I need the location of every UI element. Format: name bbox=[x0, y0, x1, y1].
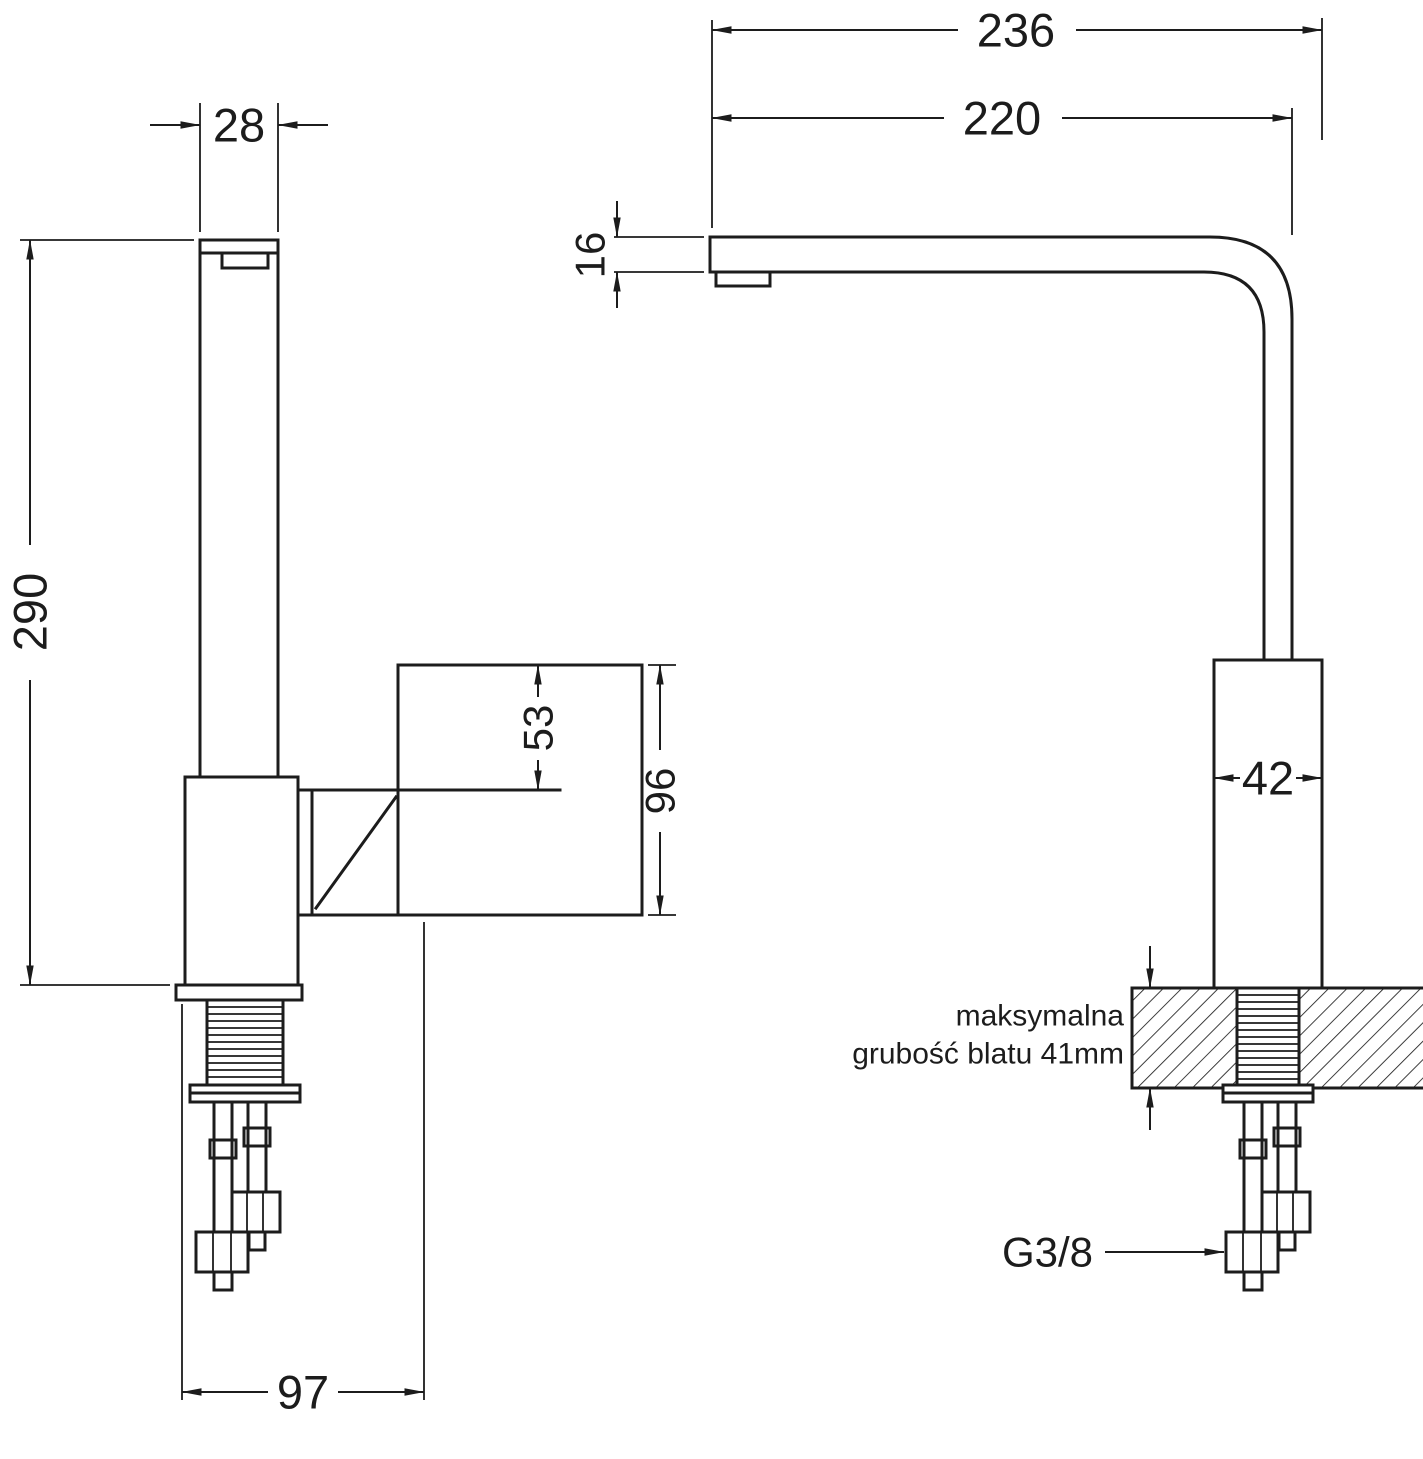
front-view: 236 220 16 42 maksymalna grub bbox=[567, 4, 1423, 1292]
front-view-body bbox=[1212, 658, 1324, 990]
side-view-spout bbox=[198, 238, 280, 779]
dim-total-height: 290 bbox=[4, 239, 194, 986]
dim-handle-offset: 53 bbox=[515, 664, 562, 791]
thread-callout: G3/8 bbox=[1002, 1229, 1225, 1276]
front-view-supply-hoses bbox=[1224, 1100, 1312, 1292]
counter-note-line-2: grubość blatu 41mm bbox=[852, 1038, 1124, 1071]
side-view-supply-hoses bbox=[194, 1100, 282, 1292]
dim-label-handle-height: 96 bbox=[637, 768, 684, 815]
countertop-hatch bbox=[1130, 986, 1423, 1090]
counter-note-line-1: maksymalna bbox=[956, 1000, 1125, 1033]
countertop-thickness-note: maksymalna grubość blatu 41mm bbox=[852, 946, 1154, 1130]
dim-label-total-height: 290 bbox=[4, 573, 57, 651]
side-view: 28 290 53 96 9 bbox=[4, 99, 684, 1419]
dim-label-spout-reach: 220 bbox=[963, 92, 1041, 145]
dim-spout-reach: 220 bbox=[711, 92, 1293, 235]
dim-base-depth: 97 bbox=[181, 922, 425, 1419]
dim-spout-width: 28 bbox=[150, 99, 328, 232]
thread-label: G3/8 bbox=[1002, 1229, 1093, 1276]
dim-label-handle-offset: 53 bbox=[515, 705, 562, 752]
dim-spout-thickness: 16 bbox=[567, 201, 704, 308]
dim-handle-height: 96 bbox=[637, 664, 684, 916]
dim-label-body-width: 42 bbox=[1242, 752, 1294, 805]
dim-label-spout-width: 28 bbox=[213, 99, 265, 152]
front-view-threaded-shank bbox=[1221, 986, 1315, 1104]
dim-total-reach: 236 bbox=[711, 4, 1323, 228]
dim-body-width: 42 bbox=[1213, 752, 1323, 805]
side-view-threaded-shank bbox=[188, 998, 302, 1104]
dim-label-spout-thickness: 16 bbox=[567, 232, 614, 279]
side-view-handle bbox=[296, 663, 644, 917]
dim-label-total-reach: 236 bbox=[977, 4, 1055, 57]
front-view-spout bbox=[708, 235, 1294, 662]
side-view-body bbox=[174, 775, 304, 1002]
dim-label-base-depth: 97 bbox=[277, 1366, 329, 1419]
